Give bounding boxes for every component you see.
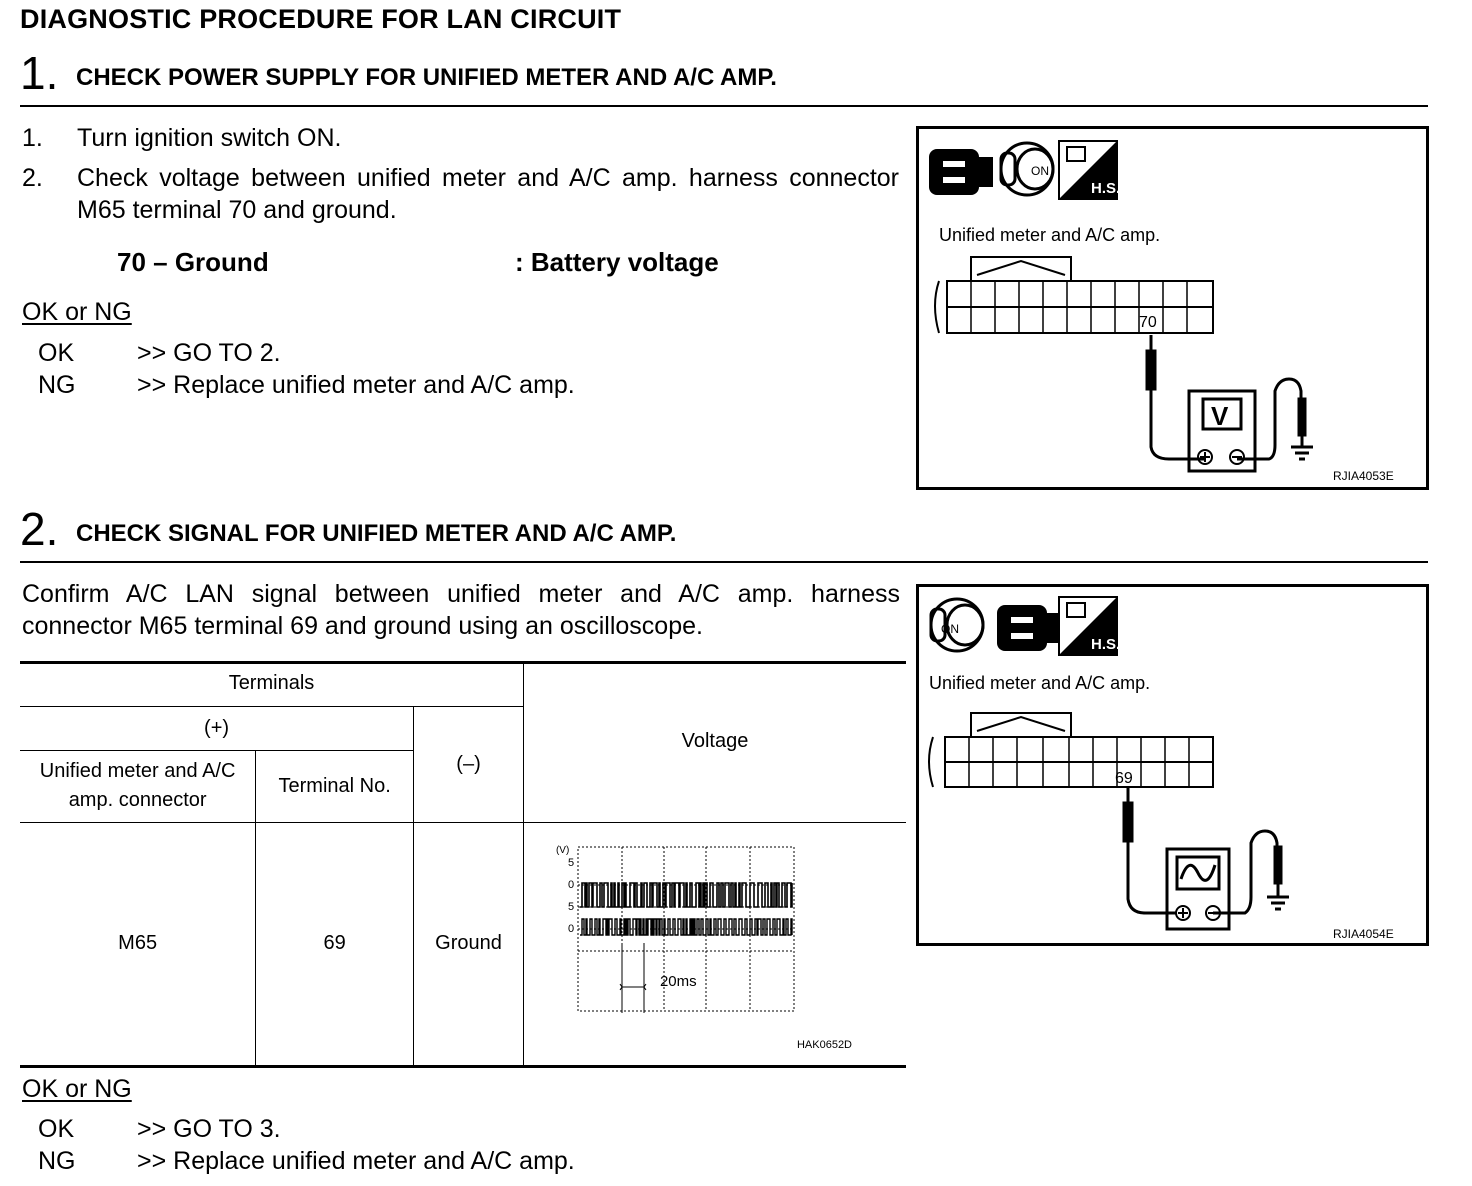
wave-unit: (V) <box>555 844 570 856</box>
svg-text:H.S.: H.S. <box>1091 636 1120 653</box>
step-2-title: CHECK SIGNAL FOR UNIFIED METER AND A/C A… <box>76 520 677 547</box>
signal-check-diagram: ON H.S. <box>928 596 1289 931</box>
lan-signal-trace <box>579 881 793 908</box>
header-terminal-no: Terminal No. <box>255 749 415 823</box>
result-ng-action-2: >> Replace unified meter and A/C amp. <box>137 1147 575 1175</box>
svg-text:70: 70 <box>1139 314 1157 331</box>
wave-scale-1: 5 <box>567 856 575 869</box>
step-2-number: 2. <box>20 503 59 555</box>
signal-check-figure: ON H.S. <box>916 584 1429 946</box>
table-bottom-rule <box>20 1065 906 1068</box>
page-title: DIAGNOSTIC PROCEDURE FOR LAN CIRCUIT <box>20 4 622 34</box>
result-ng-key-1: NG <box>38 371 76 399</box>
ignition-key-icon <box>929 597 985 653</box>
voltage-check-diagram: ON H.S. 70 <box>929 140 1313 473</box>
waveform-figure-id: HAK0652D <box>796 1038 853 1051</box>
terminal-table: Terminals Voltage (+) (–) Unified meter … <box>20 662 906 1065</box>
connector-icon <box>929 149 993 195</box>
wave-time-label: 20ms <box>659 972 697 990</box>
oscilloscope <box>1122 787 1289 931</box>
ignition-key-icon <box>999 141 1055 197</box>
svg-text:H.S.: H.S. <box>1091 180 1120 197</box>
result-ok-action-1[interactable]: >> GO TO 2. <box>137 339 281 367</box>
instruction-1-text: Turn ignition switch ON. <box>77 124 342 152</box>
wave-scale-3: 5 <box>567 900 575 913</box>
cell-waveform: (V) 5 0 5 0 20ms HAK0652D <box>522 821 906 1065</box>
harness-side-icon <box>1058 596 1118 656</box>
figure-2-caption: Unified meter and A/C amp. <box>929 673 1151 693</box>
step-2-divider <box>20 561 1428 563</box>
step-1-title: CHECK POWER SUPPLY FOR UNIFIED METER AND… <box>76 64 777 91</box>
result-ok-key-1: OK <box>38 339 75 367</box>
header-plus: (+) <box>20 705 415 751</box>
svg-text:69: 69 <box>1115 770 1133 787</box>
cell-terminal: 69 <box>255 821 415 1065</box>
step-1-number: 1. <box>20 47 59 99</box>
svg-text:ON: ON <box>1031 164 1049 178</box>
instruction-1-number: 1. <box>22 124 43 152</box>
voltage-check-figure: ON H.S. 70 <box>916 126 1429 490</box>
figure-2-id: RJIA4054E <box>1333 927 1394 941</box>
header-terminals: Terminals <box>20 662 524 707</box>
header-voltage: Voltage <box>522 662 906 823</box>
instruction-2-text: Check voltage between unified meter and … <box>77 164 899 224</box>
svg-text:ON: ON <box>941 622 959 636</box>
step-2-description: Confirm A/C LAN signal between unified m… <box>22 580 900 640</box>
result-ng-key-2: NG <box>38 1147 76 1175</box>
svg-text:V: V <box>1211 401 1229 431</box>
header-connector: Unified meter and A/C amp. connector <box>20 749 257 823</box>
connector-icon <box>997 605 1061 651</box>
lan-signal-trace-lower <box>579 917 793 936</box>
result-ok-action-2[interactable]: >> GO TO 3. <box>137 1115 281 1143</box>
figure-1-caption: Unified meter and A/C amp. <box>939 225 1161 245</box>
result-header-2: OK or NG <box>22 1075 132 1103</box>
harness-connector <box>928 712 1214 788</box>
instruction-2-number: 2. <box>22 164 43 192</box>
step-1-divider <box>20 105 1428 107</box>
oscilloscope-waveform <box>577 846 795 1013</box>
spec-terminal: 70 – Ground <box>117 247 269 277</box>
voltmeter <box>1145 335 1313 473</box>
result-ng-action-1: >> Replace unified meter and A/C amp. <box>137 371 575 399</box>
wave-scale-2: 0 <box>567 878 575 891</box>
scope-terminals <box>1175 905 1221 921</box>
header-minus: (–) <box>413 705 524 823</box>
spec-value: : Battery voltage <box>515 247 719 277</box>
wave-scale-4: 0 <box>567 922 575 935</box>
cell-minus: Ground <box>413 821 524 1065</box>
meter-terminals <box>1197 449 1245 465</box>
result-ok-key-2: OK <box>38 1115 75 1143</box>
harness-side-icon <box>1058 140 1118 200</box>
cell-connector: M65 <box>20 821 257 1065</box>
figure-1-id: RJIA4053E <box>1333 469 1394 483</box>
result-header-1: OK or NG <box>22 298 132 326</box>
harness-connector <box>934 256 1214 334</box>
